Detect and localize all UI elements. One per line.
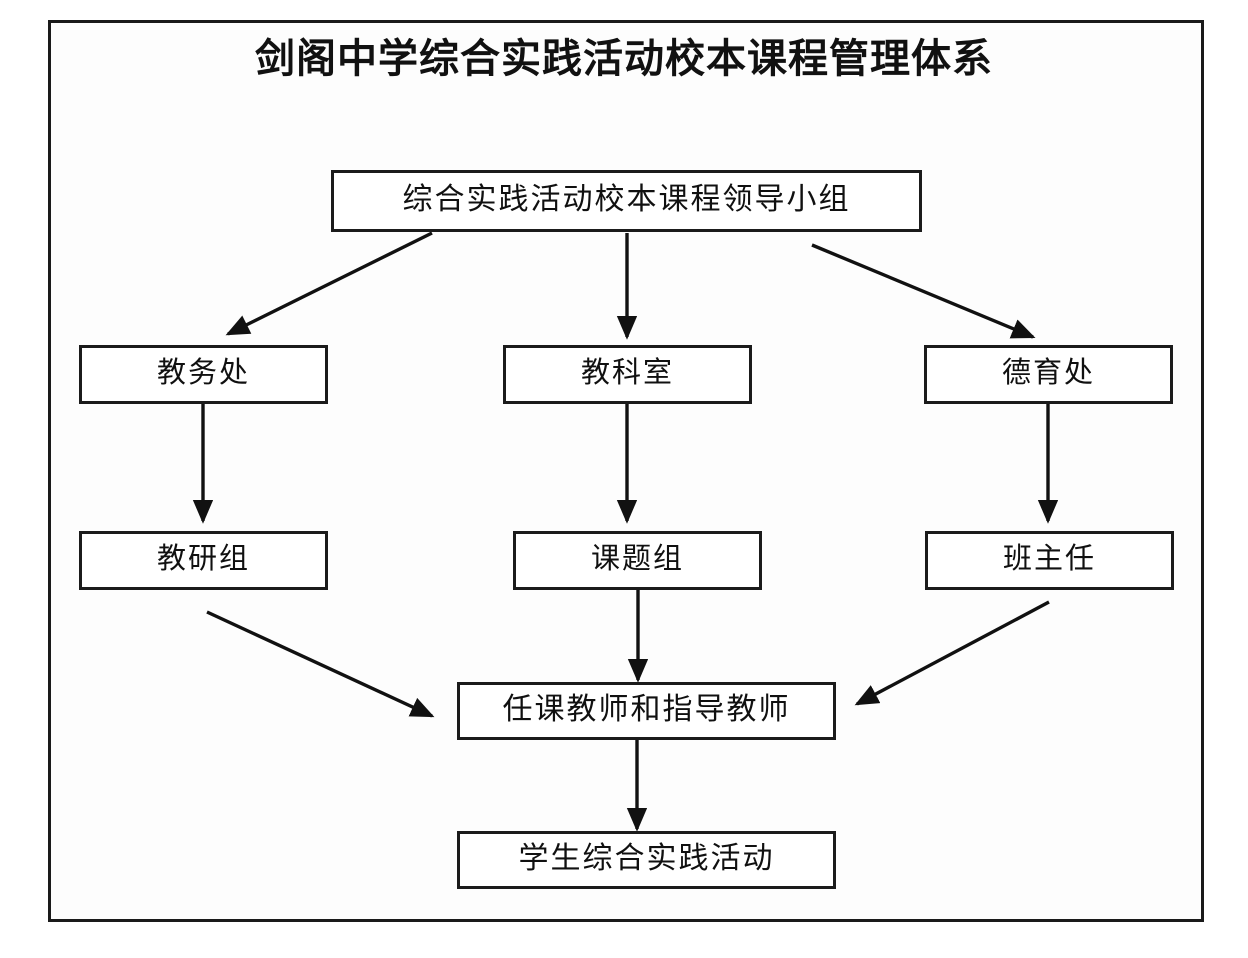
node-moral-education-office-label: 德育处 xyxy=(1001,357,1095,389)
node-academic-affairs-office[interactable]: 教务处 xyxy=(79,345,328,404)
node-leadership-group[interactable]: 综合实践活动校本课程领导小组 xyxy=(331,170,922,232)
node-student-activities-label: 学生综合实践活动 xyxy=(518,842,775,875)
page-frame-border xyxy=(48,20,1204,922)
node-moral-education-office[interactable]: 德育处 xyxy=(924,345,1173,404)
node-class-teacher-label: 班主任 xyxy=(1002,543,1096,575)
node-teaching-research-group-label: 教研组 xyxy=(156,543,250,575)
node-teachers[interactable]: 任课教师和指导教师 xyxy=(457,682,836,740)
node-academic-affairs-office-label: 教务处 xyxy=(156,357,250,389)
node-teachers-label: 任课教师和指导教师 xyxy=(502,693,791,726)
node-teaching-research-group[interactable]: 教研组 xyxy=(79,531,328,590)
node-teaching-research-office[interactable]: 教科室 xyxy=(503,345,752,404)
node-class-teacher[interactable]: 班主任 xyxy=(925,531,1174,590)
node-teaching-research-office-label: 教科室 xyxy=(580,357,674,389)
node-leadership-group-label: 综合实践活动校本课程领导小组 xyxy=(402,183,851,216)
page-title: 剑阁中学综合实践活动校本课程管理体系 xyxy=(255,37,993,81)
node-project-group-label: 课题组 xyxy=(590,543,684,575)
node-student-activities[interactable]: 学生综合实践活动 xyxy=(457,831,836,889)
node-project-group[interactable]: 课题组 xyxy=(513,531,762,590)
